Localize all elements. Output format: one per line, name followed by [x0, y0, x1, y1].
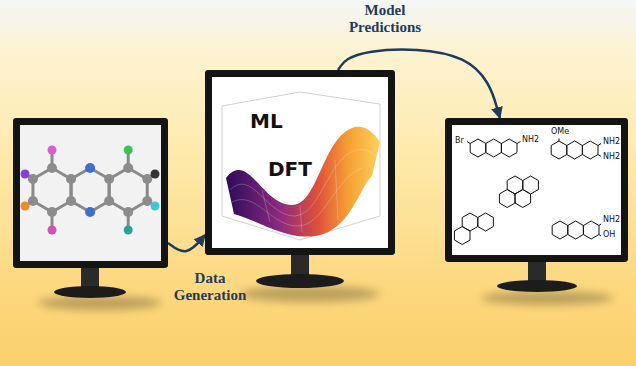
atom-label: NH2 — [603, 138, 620, 147]
substituent-atom — [21, 170, 30, 179]
ring — [71, 168, 109, 212]
monitor-screen: BrNH2OMeNH2NH2NH2OH — [445, 118, 628, 262]
nitrogen-atom — [85, 207, 95, 217]
nitrogen-atom — [85, 163, 95, 173]
mesh-line — [335, 160, 338, 220]
plot-axes — [222, 92, 380, 240]
substituent-atom — [124, 146, 133, 155]
atom — [123, 163, 133, 173]
mesh-line — [230, 149, 377, 216]
atom — [28, 196, 38, 206]
atom-label: OH — [603, 231, 615, 240]
bond — [517, 142, 521, 144]
atom — [66, 174, 76, 184]
atom-label: NH2 — [603, 153, 620, 162]
bonds — [25, 150, 155, 230]
atom — [47, 207, 57, 217]
axis-line — [380, 104, 381, 216]
atom-label: Br — [455, 137, 464, 146]
mesh-line — [262, 190, 270, 222]
atom — [142, 196, 152, 206]
bond — [467, 142, 470, 144]
atom-label: OMe — [551, 128, 569, 137]
ring — [478, 213, 494, 231]
bond — [599, 235, 601, 237]
energy-surface — [226, 127, 380, 237]
substituent-atom — [48, 146, 57, 155]
substituent-atom — [151, 170, 160, 179]
atom — [47, 163, 57, 173]
substituent-atom — [21, 202, 30, 211]
atom — [28, 174, 38, 184]
screen-label: DFT — [268, 158, 312, 180]
axis-line — [222, 92, 300, 106]
axis-line — [222, 106, 223, 216]
atom — [123, 207, 133, 217]
atom-label: NH2 — [522, 136, 539, 145]
screen-surface — [445, 118, 628, 262]
axis-line — [300, 92, 380, 104]
ring — [552, 221, 568, 239]
bond — [559, 139, 560, 142]
ring — [567, 141, 583, 159]
shadow — [38, 296, 162, 310]
substituent-atom — [48, 226, 57, 235]
stand-base — [54, 286, 126, 298]
ring — [33, 168, 71, 212]
ring — [486, 139, 502, 157]
arrow-label: Model Predictions — [335, 2, 435, 36]
substituent-atom — [124, 226, 133, 235]
atom — [104, 174, 114, 184]
ring — [568, 221, 584, 239]
ring — [582, 141, 598, 159]
mesh-line — [300, 205, 302, 232]
atom — [142, 174, 152, 184]
structure-drawings — [454, 139, 601, 245]
atoms — [21, 146, 160, 235]
curved-arrow — [338, 50, 500, 118]
screen-surface — [205, 70, 395, 255]
stand-base — [497, 280, 577, 292]
atom-label: NH2 — [603, 216, 620, 225]
ball-stick-molecule — [21, 146, 160, 235]
ring — [499, 190, 515, 208]
shadow — [481, 291, 613, 305]
monitor-screen — [13, 118, 168, 268]
ring — [583, 221, 599, 239]
curved-arrow — [168, 235, 205, 251]
substituent-atom — [151, 202, 160, 211]
ring — [515, 190, 531, 208]
monitor-screen: ML DFT — [205, 70, 395, 255]
ring — [109, 168, 147, 212]
arrow-label: Data Generation — [160, 270, 260, 304]
atom — [66, 196, 76, 206]
bond — [598, 144, 601, 146]
ring — [470, 139, 486, 157]
stand-base — [256, 274, 344, 288]
ring — [551, 141, 567, 159]
shadow — [240, 286, 380, 302]
surface-mesh — [230, 149, 377, 232]
screen-label: ML — [250, 110, 283, 132]
surface-plot — [222, 92, 380, 240]
ring — [454, 227, 470, 245]
screen-surface — [13, 118, 168, 268]
atom — [104, 196, 114, 206]
bond — [598, 155, 601, 157]
bond — [599, 224, 601, 226]
ring — [501, 139, 517, 157]
